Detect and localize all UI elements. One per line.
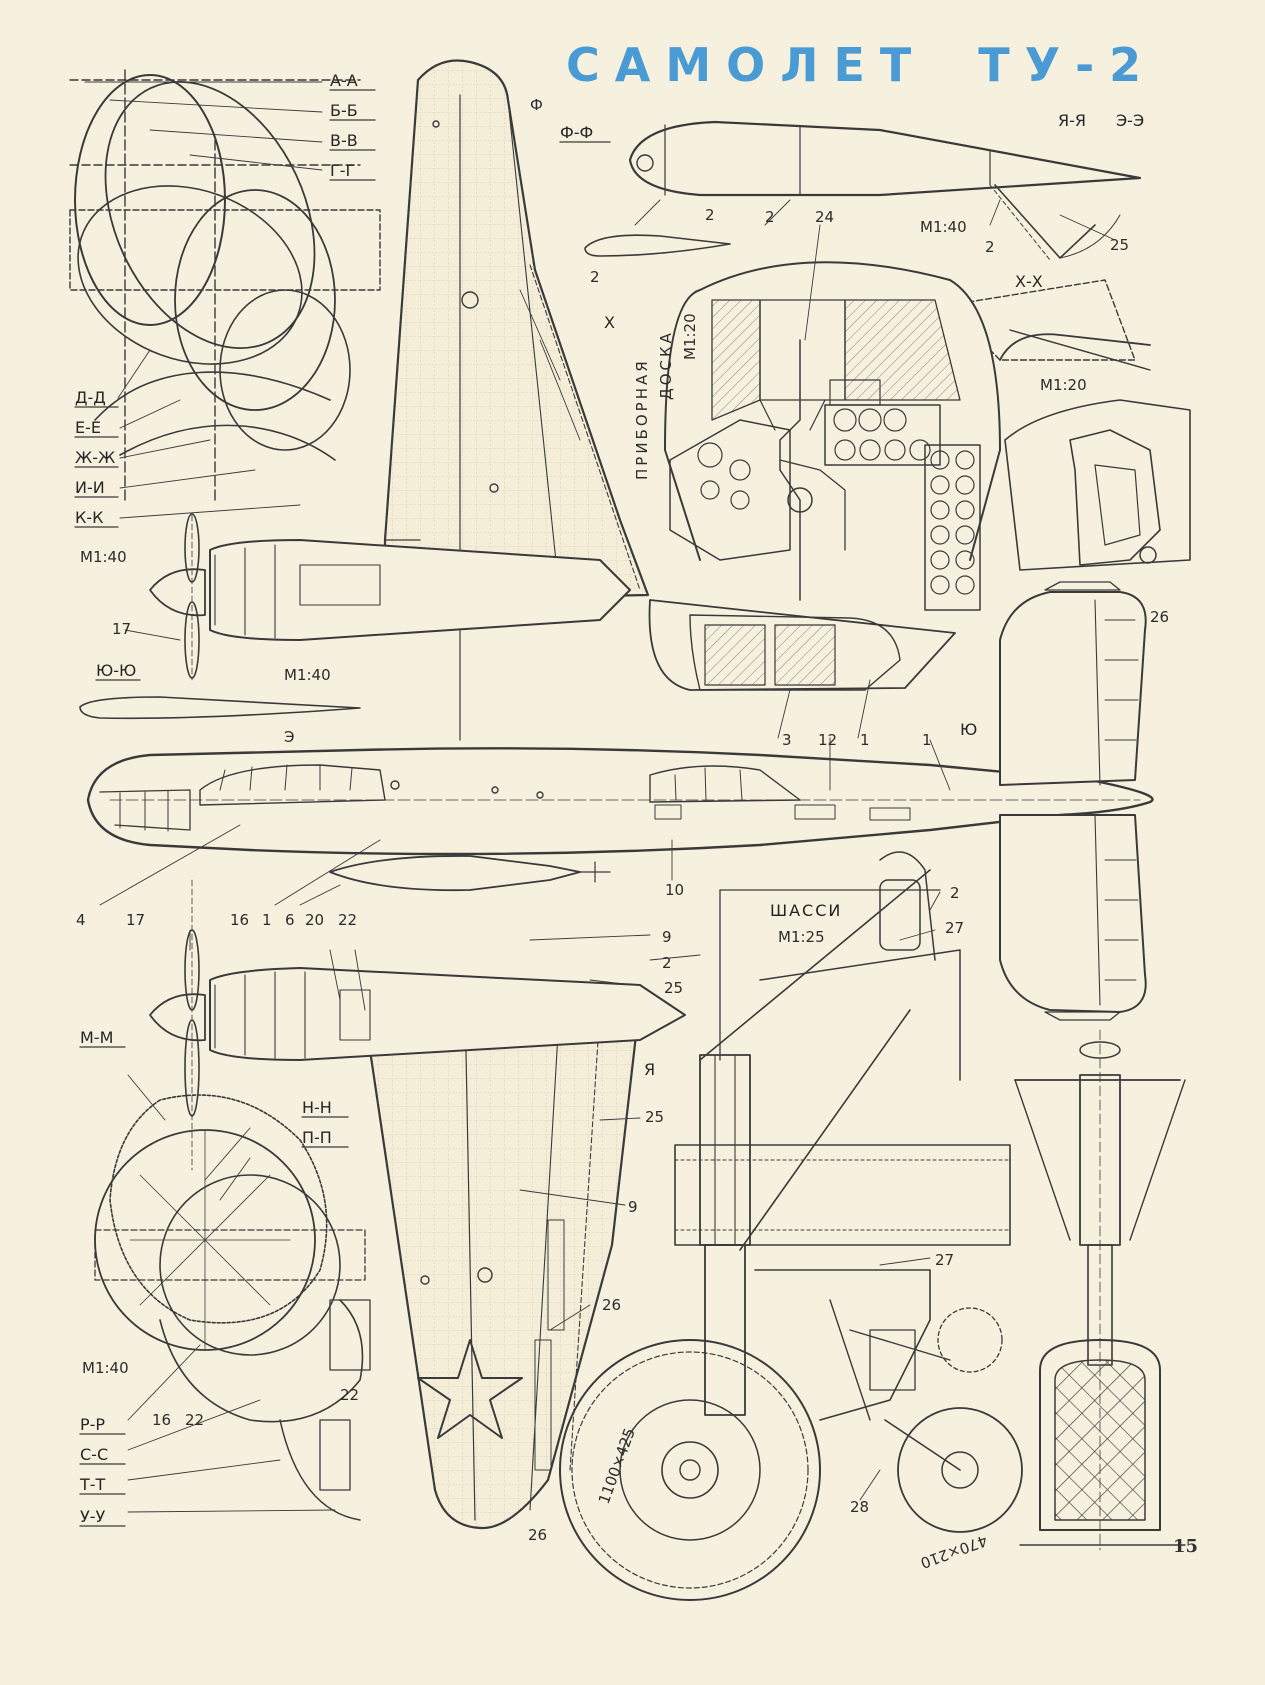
- callout-22-plan: 22: [338, 911, 357, 929]
- scale-ju-section: М1:40: [284, 666, 331, 684]
- callout-2-chassis: 2: [950, 884, 960, 902]
- callout-2-plan: 2: [662, 954, 672, 972]
- section-label-r-r: Р-Р: [80, 1415, 105, 1434]
- callout-2-ff-b: 2: [590, 268, 600, 286]
- scale-lower-sections: М1:40: [82, 1359, 129, 1377]
- section-label-e-e: Э-Э: [1116, 111, 1144, 130]
- section-label-s-s: С-С: [80, 1445, 108, 1464]
- callout-17-lower: 17: [126, 911, 145, 929]
- section-mark-ya: Я: [644, 1060, 655, 1079]
- section-label-e: Е-Е: [75, 418, 101, 437]
- page-title: САМОЛЕТ ТУ-2: [566, 38, 1156, 92]
- instrument-panel-title-1: ПРИБОРНАЯ: [633, 358, 651, 480]
- section-label-u-u: У-У: [80, 1507, 106, 1526]
- callout-6: 6: [285, 911, 295, 929]
- section-label-k: К-К: [75, 508, 104, 527]
- engine-cross-sections-bottom: [94, 1074, 371, 1521]
- callout-10: 10: [665, 881, 684, 899]
- label-underlines: [74, 89, 611, 1527]
- instrument-panel-title-2: ДОСКА: [657, 330, 675, 400]
- scale-wing-section: М1:40: [920, 218, 967, 236]
- section-mark-x: Х: [604, 313, 615, 332]
- callout-26-wing: 26: [602, 1296, 621, 1314]
- plan-view: [79, 59, 1154, 1530]
- callout-22-section: 22: [185, 1411, 204, 1429]
- scale-chassis: М1:25: [778, 928, 825, 946]
- callout-3: 3: [782, 731, 792, 749]
- callout-17-upper: 17: [112, 620, 131, 638]
- title-aircraft-model: ТУ-2: [978, 38, 1157, 92]
- section-mark-f: Ф: [530, 96, 543, 114]
- section-label-ju-ju: Ю-Ю: [96, 661, 136, 680]
- callout-25-wing: 25: [645, 1108, 664, 1126]
- landing-gear-drawings: [559, 851, 1186, 1601]
- scale-nacelle-sections: М1:40: [80, 548, 127, 566]
- scale-instrument-panel: М1:20: [681, 313, 699, 360]
- section-label-f-f: Ф-Ф: [560, 123, 593, 142]
- callout-9-plan: 9: [662, 928, 672, 946]
- upper-engine-nacelle: [149, 513, 631, 681]
- callout-1-fuselage: 1: [922, 731, 932, 749]
- fuselage-cross-sections-top: [69, 69, 381, 519]
- section-mark-e: Э: [284, 728, 294, 746]
- instrument-panel-caption: ПРИБОРНАЯ ДОСКА М1:20: [633, 313, 699, 480]
- page-number: 15: [1173, 1536, 1199, 1557]
- tyre-size-main: 1100×425: [595, 1426, 639, 1507]
- tyre-size-tail: 470×210: [918, 1531, 990, 1572]
- section-label-v: В-В: [330, 131, 358, 150]
- callout-2-profile: 2: [765, 208, 775, 226]
- callout-2-profile-tail: 2: [985, 238, 995, 256]
- section-label-a: А-А: [330, 71, 358, 90]
- section-label-n-n: Н-Н: [302, 1098, 332, 1117]
- section-label-t-t: Т-Т: [79, 1475, 106, 1494]
- callout-22-section-right: 22: [340, 1386, 359, 1404]
- callout-4: 4: [76, 911, 86, 929]
- section-label-i: И-И: [75, 478, 105, 497]
- callout-28: 28: [850, 1498, 869, 1516]
- section-label-x-x: Х-Х: [1015, 272, 1043, 291]
- callout-1-plan: 1: [262, 911, 272, 929]
- callout-16-plan: 16: [230, 911, 249, 929]
- section-label-zh: Ж-Ж: [75, 448, 115, 467]
- callout-25-plan: 25: [664, 979, 683, 997]
- callout-1-canopy: 1: [860, 731, 870, 749]
- callout-26-hinge: 26: [1150, 608, 1169, 626]
- title-aircraft-word: САМОЛЕТ: [566, 38, 927, 92]
- section-label-p-p: П-П: [302, 1128, 332, 1147]
- section-mark-ju: Ю: [960, 720, 977, 739]
- section-label-b: Б-Б: [330, 101, 358, 120]
- callout-27-lower: 27: [935, 1251, 954, 1269]
- callout-16-section: 16: [152, 1411, 171, 1429]
- section-label-d: Д-Д: [75, 388, 106, 407]
- callout-24: 24: [815, 208, 834, 226]
- callout-25-profile: 25: [1110, 236, 1129, 254]
- tail-tyre-size: 470×210: [918, 1531, 990, 1572]
- callout-27-upper: 27: [945, 919, 964, 937]
- section-label-m-m: М-М: [80, 1028, 113, 1047]
- instrument-panel: [664, 261, 1001, 611]
- wing-profile-section: [628, 120, 1142, 261]
- callout-12: 12: [818, 731, 837, 749]
- section-label-g: Г-Г: [330, 161, 355, 180]
- scale-x-section: М1:20: [1040, 376, 1087, 394]
- lower-engine-nacelle: [149, 879, 686, 1171]
- callout-leaders: [99, 199, 1116, 1501]
- section-label-ya-ya: Я-Я: [1058, 111, 1086, 130]
- callout-26-tip: 26: [528, 1526, 547, 1544]
- main-tyre-size: 1100×425: [595, 1426, 639, 1507]
- chassis-title: ШАССИ: [770, 901, 842, 920]
- hinge-detail: [1004, 399, 1191, 571]
- callout-9-wing: 9: [628, 1198, 638, 1216]
- callout-2-ff-a: 2: [705, 206, 715, 224]
- callout-20: 20: [305, 911, 324, 929]
